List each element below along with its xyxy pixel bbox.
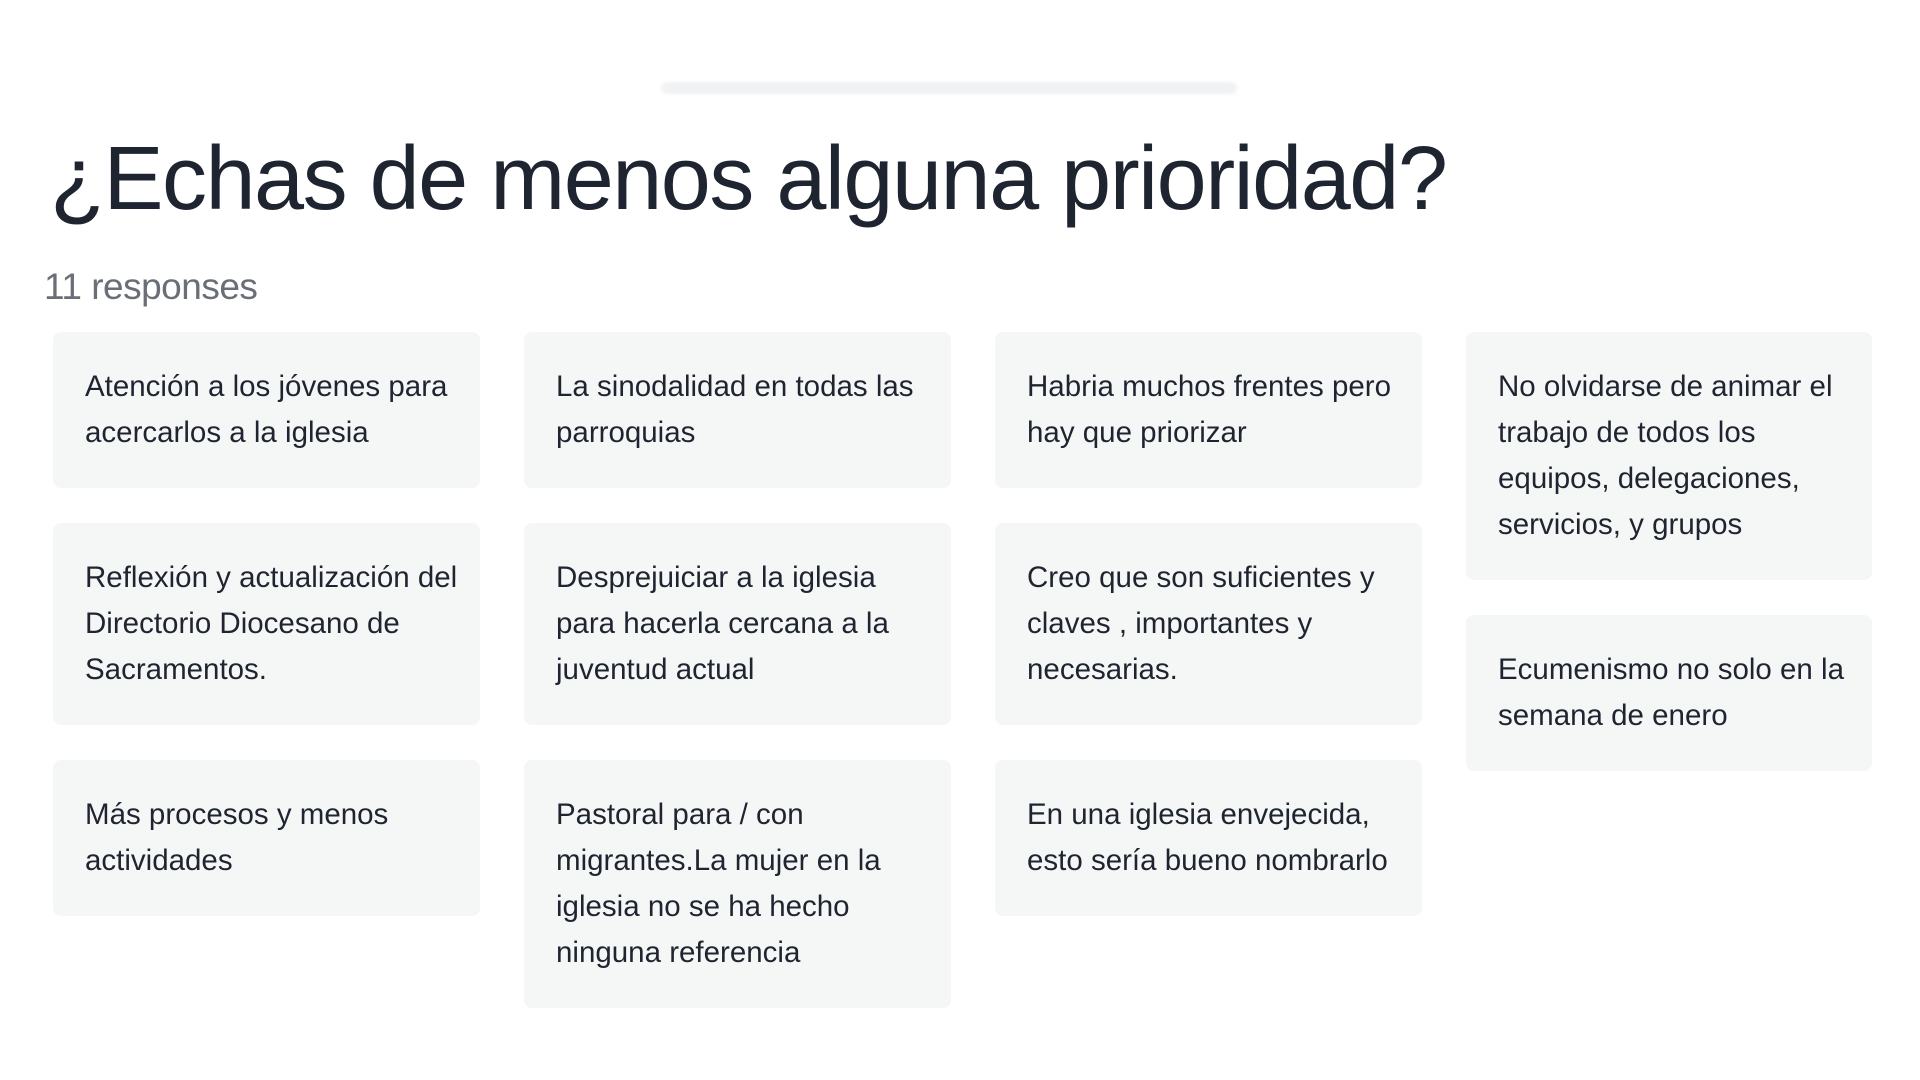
response-card: Creo que son suficientes y claves , impo…	[995, 523, 1422, 725]
responses-column-2: La sinodalidad en todas las parroquias D…	[524, 332, 951, 1008]
response-card: En una iglesia envejecida, esto sería bu…	[995, 760, 1422, 916]
response-card: No olvidarse de animar el trabajo de tod…	[1466, 332, 1872, 580]
response-count: 11 responses	[44, 266, 258, 307]
response-card: Habria muchos frentes pero hay que prior…	[995, 332, 1422, 488]
responses-column-3: Habria muchos frentes pero hay que prior…	[995, 332, 1422, 1008]
top-progress-bar	[661, 82, 1237, 94]
response-card: Atención a los jóvenes para acercarlos a…	[53, 332, 480, 488]
response-card: Pastoral para / con migrantes.La mujer e…	[524, 760, 951, 1008]
response-card: Reflexión y actualización del Directorio…	[53, 523, 480, 725]
question-title: ¿Echas de menos alguna prioridad?	[50, 129, 1448, 229]
response-card: Desprejuiciar a la iglesia para hacerla …	[524, 523, 951, 725]
responses-column-4: No olvidarse de animar el trabajo de tod…	[1466, 332, 1872, 1008]
response-card: La sinodalidad en todas las parroquias	[524, 332, 951, 488]
responses-grid: Atención a los jóvenes para acercarlos a…	[53, 332, 1872, 1008]
responses-column-1: Atención a los jóvenes para acercarlos a…	[53, 332, 480, 1008]
response-card: Ecumenismo no solo en la semana de enero	[1466, 615, 1872, 771]
response-card: Más procesos y menos actividades	[53, 760, 480, 916]
